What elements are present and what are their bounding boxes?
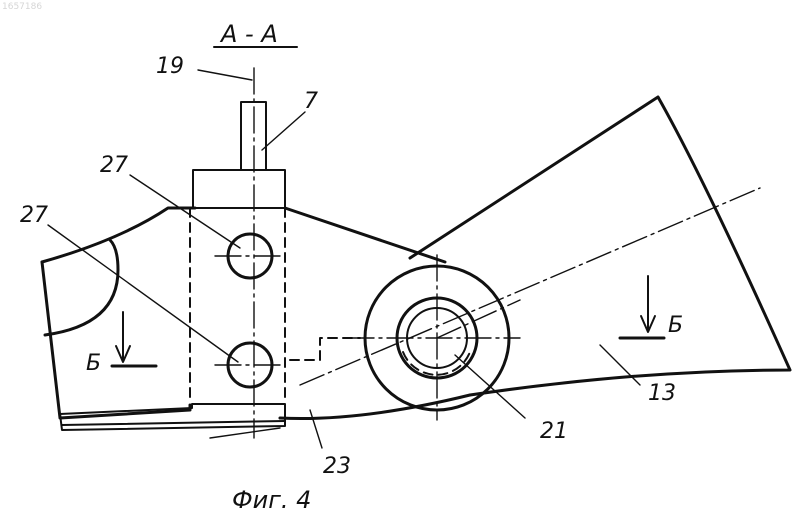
- leader-7: [262, 112, 305, 150]
- leader-27-upper: [130, 175, 240, 248]
- callout-27-upper: 27: [100, 153, 128, 178]
- housing-top-left: [42, 208, 195, 262]
- leaders: [48, 70, 640, 448]
- leader-23-plate: [210, 428, 280, 438]
- leader-21: [455, 355, 525, 418]
- leader-19: [198, 70, 252, 80]
- post-head: [193, 170, 285, 208]
- section-letter-right: Б: [668, 313, 683, 338]
- plate-inner-line: [62, 421, 285, 425]
- arm-13: [410, 97, 790, 395]
- section-mark-left: Б: [86, 312, 156, 376]
- housing-bottom: [280, 395, 470, 419]
- callout-19: 19: [156, 54, 184, 79]
- callout-27-lower: 27: [20, 203, 48, 228]
- hidden-edge: [290, 338, 360, 360]
- housing-top-right: [285, 208, 445, 262]
- section-letter-left: Б: [86, 351, 101, 376]
- hub-21: [348, 255, 520, 420]
- callout-7: 7: [304, 89, 318, 114]
- post-7: [193, 102, 285, 208]
- leader-27-lower: [48, 225, 238, 362]
- section-title-text: А - А: [219, 20, 278, 48]
- pins-27: [215, 234, 285, 387]
- figure-caption: Фиг. 4: [232, 486, 311, 514]
- document-number: 1657186: [2, 2, 42, 12]
- callout-13: 13: [648, 381, 676, 406]
- housing-arc: [45, 240, 118, 335]
- arm-axis: [300, 188, 760, 385]
- section-title: А - А: [214, 20, 297, 48]
- leader-23: [310, 410, 322, 448]
- section-mark-right: Б: [620, 276, 683, 338]
- callout-23: 23: [323, 454, 351, 479]
- callout-21: 21: [540, 419, 568, 444]
- arm-outline: [410, 97, 790, 395]
